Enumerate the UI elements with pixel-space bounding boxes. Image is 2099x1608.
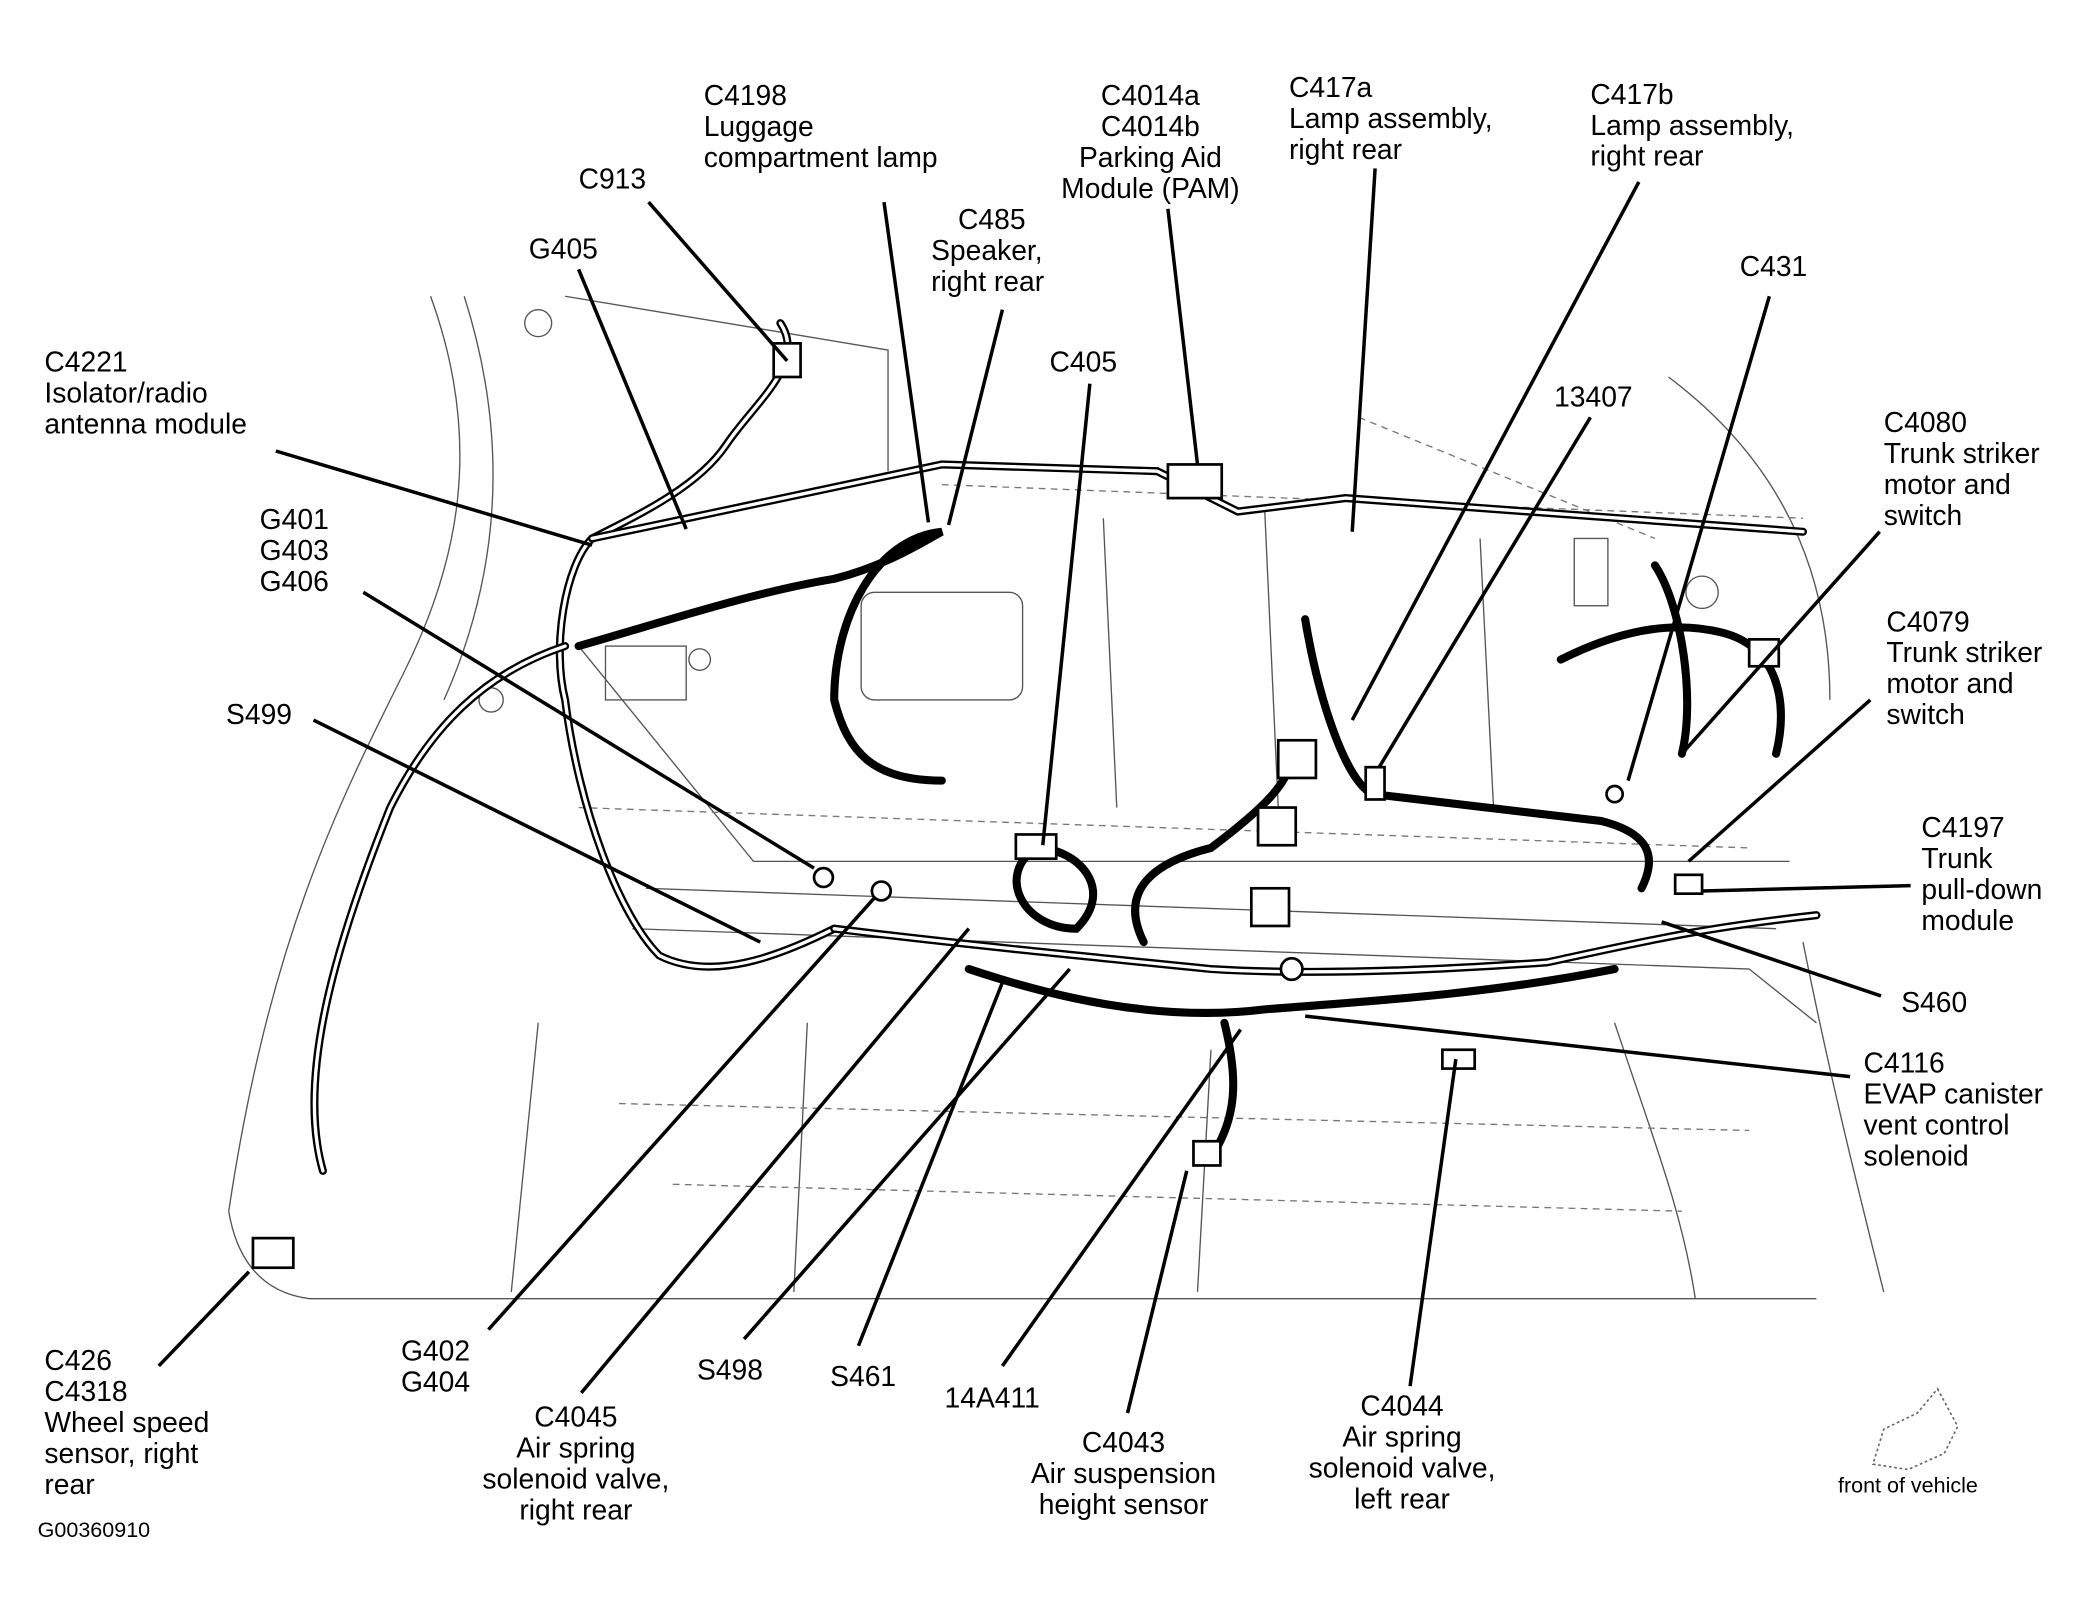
callout-14a411: 14A411 [945,1382,1040,1414]
callout-s498: S498 [697,1353,763,1385]
callout-c913: C913 [579,163,647,195]
callout-13407: 13407 [1554,381,1633,413]
front-of-vehicle-arrow-icon [1871,1387,1959,1471]
wiring-harness [251,319,1821,1270]
callout-s460: S460 [1901,986,1967,1018]
callout-s499: S499 [226,698,292,730]
front-of-vehicle-label: front of vehicle [1838,1473,1978,1497]
leader-lines [157,168,1911,1414]
callout-g405: G405 [529,233,598,265]
callout-c431: C431 [1740,250,1808,282]
callout-c405: C405 [1050,346,1118,378]
callout-s461: S461 [830,1360,896,1392]
diagram-id: G00360910 [38,1518,150,1542]
vehicle-body-outline [228,295,1885,1300]
